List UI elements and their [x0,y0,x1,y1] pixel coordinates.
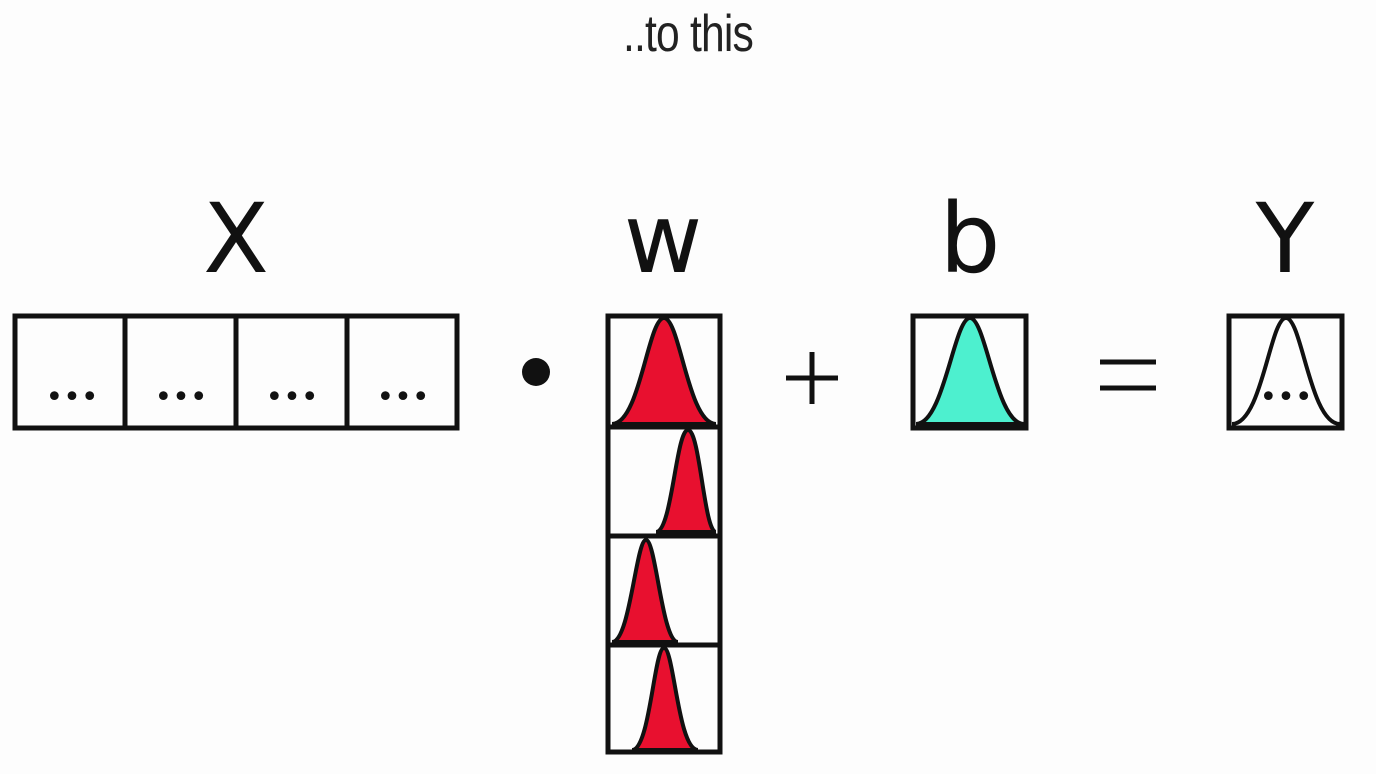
label-w: w [624,183,703,295]
w-cell-2-distribution [655,427,718,534]
equals-operator [1100,359,1156,391]
w-vector [605,313,723,755]
w-cell-4-distribution [631,645,699,752]
plus-operator [786,352,838,404]
page-heading: ..to this [622,5,754,63]
y-cell-ellipsis: ••• [1259,380,1312,415]
b-vector [910,313,1029,431]
x-vector: ••• ••• ••• ••• [12,313,460,431]
label-b: b [940,183,1001,295]
w-cell-1-distribution [611,315,717,426]
b-vector-outline [910,313,1029,431]
x-cell-4-ellipsis: ••• [376,380,429,415]
x-cell-1-ellipsis: ••• [45,380,98,415]
label-y: Y [1255,183,1315,295]
y-vector: ••• [1226,313,1345,431]
label-x: X [203,183,269,295]
w-cell-3-distribution [611,537,679,644]
b-cell-distribution [915,315,1025,426]
x-cell-2-ellipsis: ••• [154,380,207,415]
x-cell-3-ellipsis: ••• [265,380,318,415]
dot-product-operator [522,358,550,386]
y-vector-outline [1226,313,1345,431]
